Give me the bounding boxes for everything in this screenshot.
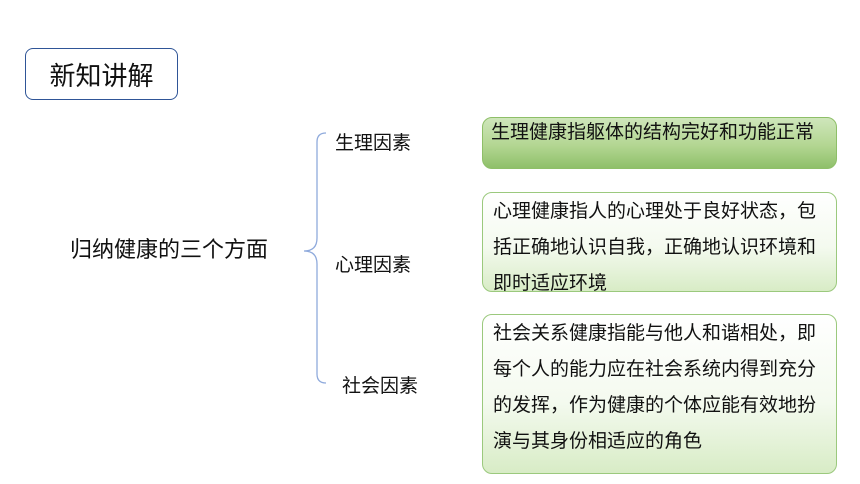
factor-physical: 生理因素	[335, 132, 412, 154]
section-title-box: 新知讲解	[25, 48, 178, 100]
factor-social: 社会因素	[342, 375, 419, 397]
section-title: 新知讲解	[49, 61, 154, 92]
desc-physical: 生理健康指躯体的结构完好和功能正常	[482, 117, 837, 169]
topic-label: 归纳健康的三个方面	[70, 238, 269, 263]
desc-psychological: 心理健康指人的心理处于良好状态，包括正确地认识自我，正确地认识环境和即时适应环境	[482, 192, 837, 294]
factor-psychological: 心理因素	[335, 254, 412, 276]
curly-brace	[303, 132, 327, 384]
desc-social: 社会关系健康指能与他人和谐相处，即每个人的能力应在社会系统内得到充分的发挥，作为…	[482, 314, 837, 474]
